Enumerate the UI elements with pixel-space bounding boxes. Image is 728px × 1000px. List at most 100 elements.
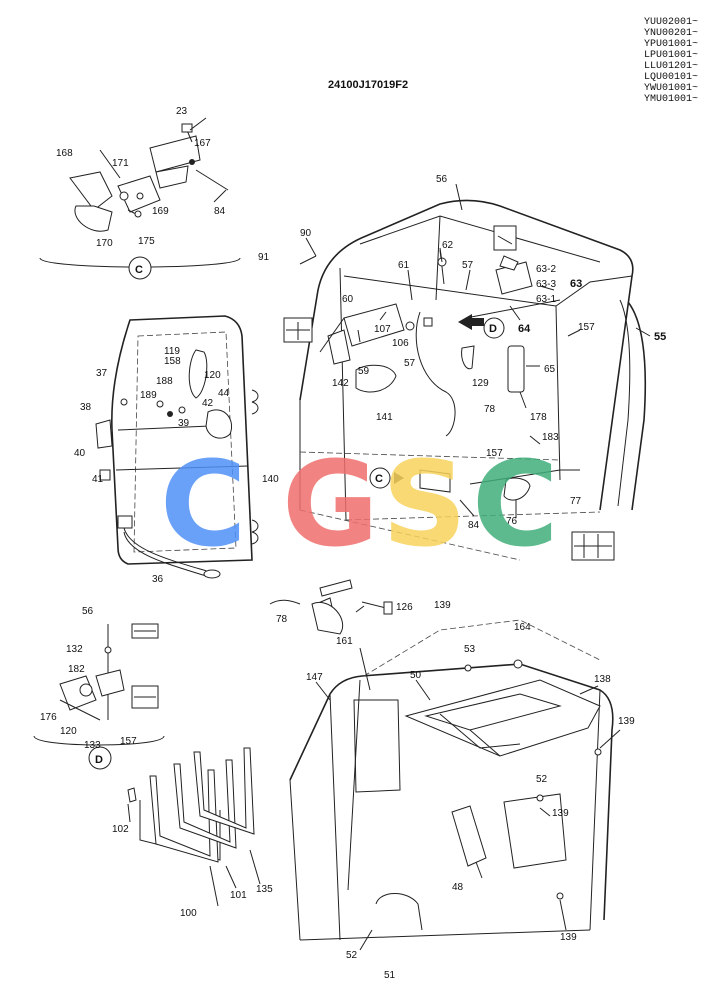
part-number-label: 120: [60, 726, 77, 737]
arrow-to-detail-d: [458, 314, 472, 330]
part-number-label: 132: [66, 644, 83, 655]
part-number-label: 55: [654, 331, 666, 343]
serial-number: YWU01001~: [644, 83, 698, 94]
part-number-label: 170: [96, 238, 113, 249]
part-number-label: 57: [462, 260, 474, 271]
detail-d-marker-label: D: [489, 323, 497, 335]
part-number-label: 175: [138, 236, 155, 247]
part-number-label: 188: [156, 376, 173, 387]
detail-d-drawing: D: [33, 624, 165, 770]
part-number-label: 106: [392, 338, 409, 349]
part-number-label: 78: [276, 614, 288, 625]
cab-frame: [299, 199, 647, 561]
watermark-letter: G: [282, 435, 379, 573]
part-number-label: 147: [306, 672, 323, 683]
part-number-label: 78: [484, 404, 496, 415]
part-number-label: 56: [82, 606, 94, 617]
part-number-label: 77: [570, 496, 582, 507]
part-number-label: 23: [176, 106, 188, 117]
part-number-label: 53: [464, 644, 476, 655]
part-number-label: 107: [374, 324, 391, 335]
part-number-label: 157: [486, 448, 503, 459]
part-number-label: 60: [342, 294, 354, 305]
part-number-label: 56: [436, 174, 448, 185]
part-number-label: 135: [256, 884, 273, 895]
detail-c-drawing: C: [39, 117, 241, 280]
part-number-label: 37: [96, 368, 108, 379]
serial-number-list: YUU02001~YNU00201~YPU01001~LPU01001~LLU0…: [644, 17, 698, 105]
part-number-label: 84: [468, 520, 480, 531]
part-number-label: 84: [214, 206, 226, 217]
door-assembly: [95, 315, 259, 579]
part-number-label: 64: [518, 323, 531, 335]
part-number-label: 52: [346, 950, 358, 961]
serial-number: LPU01001~: [644, 50, 698, 61]
serial-number: LLU01201~: [644, 61, 698, 72]
part-number-label: 63-2: [536, 264, 556, 275]
watermark-letter: C: [472, 435, 559, 573]
detail-d-label: D: [95, 754, 103, 766]
part-number-label: 158: [164, 356, 181, 367]
arrow-to-detail-d-shaft: [472, 318, 484, 326]
part-number-label: 57: [404, 358, 416, 369]
part-number-label: 169: [152, 206, 169, 217]
part-number-label: 157: [120, 736, 137, 747]
serial-number: LQU00101~: [644, 72, 698, 83]
part-number-label: 51: [384, 970, 396, 981]
part-number-label: 157: [578, 322, 595, 333]
watermark-letter: C: [160, 435, 247, 573]
part-number-label: 91: [258, 252, 270, 263]
part-number-label: 102: [112, 824, 129, 835]
watermark-letter: S: [382, 435, 467, 573]
part-number-label: 129: [472, 378, 489, 389]
part-number-label: 164: [514, 622, 531, 633]
part-number-label: 176: [40, 712, 57, 723]
part-number-label: 101: [230, 890, 247, 901]
detail-d-marker: [483, 317, 505, 339]
serial-number: YUU02001~: [644, 17, 698, 28]
part-number-label: 90: [300, 228, 312, 239]
part-number-label: 139: [560, 932, 577, 943]
part-number-label: 182: [68, 664, 85, 675]
detail-c-marker-label: C: [375, 473, 383, 485]
part-number-label: 119: [164, 346, 180, 357]
part-number-label: 171: [112, 158, 129, 169]
serial-number: YNU00201~: [644, 28, 698, 39]
serial-number: YMU01001~: [644, 94, 698, 105]
part-number-label: 41: [92, 474, 104, 485]
part-number-label: 76: [506, 516, 518, 527]
part-number-label: 139: [434, 600, 451, 611]
part-number-label: 178: [530, 412, 547, 423]
part-number-label: 133: [84, 740, 101, 751]
part-number-label: 36: [152, 574, 164, 585]
part-number-label: 61: [398, 260, 410, 271]
part-number-label: 168: [56, 148, 73, 159]
part-number-label: 138: [594, 674, 611, 685]
part-number-label: 62: [442, 240, 454, 251]
cab-body: [139, 619, 614, 941]
part-number-label: 44: [218, 388, 230, 399]
part-number-label: 139: [618, 716, 635, 727]
part-number-label: 50: [410, 670, 422, 681]
part-number-label: 40: [74, 448, 86, 459]
leader-lines: [127, 183, 651, 951]
part-number-label: 63-3: [536, 279, 556, 290]
part-number-label: 52: [536, 774, 548, 785]
part-number-label: 141: [376, 412, 393, 423]
part-number-label: 161: [336, 636, 353, 647]
detail-c-label: C: [135, 264, 143, 276]
drawing-code: 24100J17019F2: [328, 79, 408, 91]
part-number-label: 189: [140, 390, 157, 401]
part-number-label: 142: [332, 378, 349, 389]
part-number-label: 183: [542, 432, 559, 443]
part-number-label: 140: [262, 474, 279, 485]
part-number-label: 139: [552, 808, 569, 819]
window-seal-frames: [127, 747, 255, 863]
part-number-label: 42: [202, 398, 214, 409]
decal-boxes: [131, 225, 615, 709]
serial-number: YPU01001~: [644, 39, 698, 50]
part-number-label: 65: [544, 364, 556, 375]
